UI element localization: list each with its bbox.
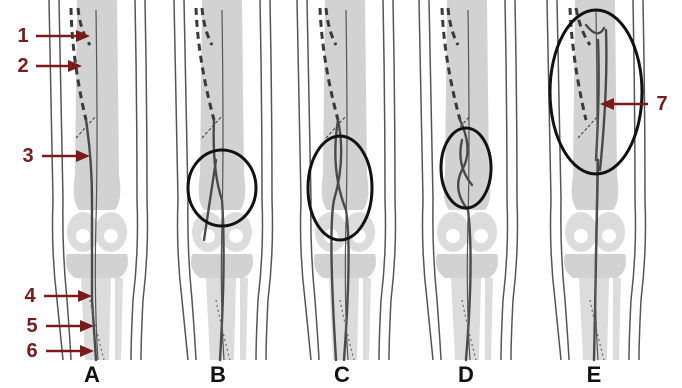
panel-letter-d: D	[458, 362, 474, 387]
panel-a: A	[49, 0, 148, 387]
panel-letter-c: C	[334, 362, 350, 387]
panel-b: B	[174, 0, 273, 387]
callout-number-3: 3	[22, 145, 33, 167]
panel-letter-a: A	[84, 362, 100, 387]
callout-6: 6	[26, 340, 94, 362]
panel-e: E	[547, 0, 646, 387]
callout-number-6: 6	[26, 340, 37, 362]
panel-d: D	[419, 0, 518, 387]
callout-number-2: 2	[17, 55, 28, 77]
panel-c: C	[297, 0, 396, 387]
callout-number-5: 5	[26, 315, 37, 337]
callout-number-1: 1	[17, 25, 28, 47]
callout-number-4: 4	[24, 285, 36, 307]
panel-letter-e: E	[587, 362, 602, 387]
callout-number-7: 7	[656, 93, 667, 115]
panel-letter-b: B	[210, 362, 226, 387]
